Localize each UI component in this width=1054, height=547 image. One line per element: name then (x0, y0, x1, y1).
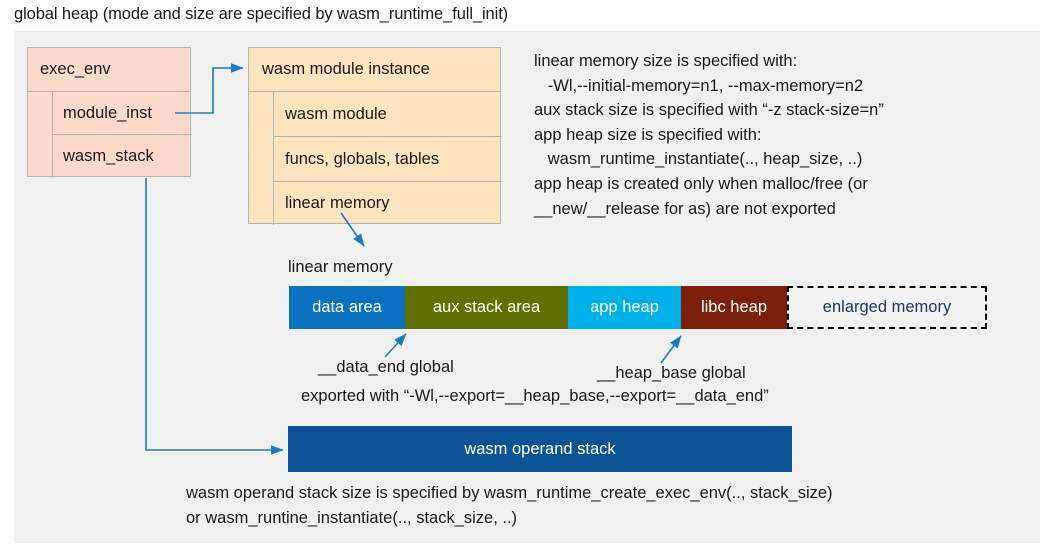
wmi-row-linear-memory: linear memory (285, 194, 390, 212)
linear-memory-note-line-4: wasm_runtime_instantiate(.., heap_size, … (534, 150, 863, 169)
linear-memory-note-line-2: aux stack size is specified with “-z sta… (534, 101, 884, 120)
exec-env-row-module-inst: module_inst (53, 92, 192, 135)
exec-env-box: exec_env module_inst wasm_stack (27, 47, 192, 178)
exported-with-label: exported with “-Wl,--export=__heap_base,… (301, 387, 769, 405)
exec-env-row-wasm-stack: wasm_stack (63, 147, 154, 165)
wmi-row-wasm-module: wasm module (274, 92, 502, 137)
linear-memory-note-line-0: linear memory size is specified with: (534, 52, 798, 70)
wmi-row-funcs-globals-tables: funcs, globals, tables (274, 137, 502, 182)
data-end-global-label: __data_end global (318, 358, 454, 376)
operand-stack-notes: wasm operand stack size is specified by … (186, 481, 833, 531)
linear-memory-note-line-3: app heap size is specified with: (534, 125, 762, 144)
linear-memory-caption: linear memory (288, 258, 393, 276)
wasm-module-instance-indent-column (249, 92, 274, 225)
memory-segment-app-heap: app heap (568, 286, 681, 329)
heap-base-global-label: __heap_base global (597, 364, 746, 382)
memory-segment-data-area: data area (289, 286, 405, 329)
exec-env-indent-column (28, 92, 53, 178)
memory-segment-aux-stack-area: aux stack area (405, 286, 568, 329)
exec-env-title: exec_env (28, 48, 190, 92)
memory-segment-enlarged-memory: enlarged memory (787, 286, 987, 329)
wasm-module-instance-title: wasm module instance (249, 48, 500, 92)
linear-memory-note-line-1: -Wl,--initial-memory=n1, --max-memory=n2 (534, 76, 864, 95)
linear-memory-notes: linear memory size is specified with: -W… (534, 49, 1034, 221)
operand-stack-note-line-1: or wasm_runtine_instantiate(.., stack_si… (186, 509, 518, 527)
page-title: global heap (mode and size are specified… (14, 5, 509, 23)
operand-stack-note-line-0: wasm operand stack size is specified by … (186, 484, 833, 502)
wasm-module-instance-box: wasm module instance wasm module funcs, … (248, 47, 502, 225)
memory-segment-libc-heap: libc heap (681, 286, 787, 329)
linear-memory-note-line-6: __new/__release for as) are not exported (534, 199, 836, 218)
wasm-operand-stack-bar: wasm operand stack (288, 426, 792, 472)
linear-memory-note-line-5: app heap is created only when malloc/fre… (534, 174, 868, 193)
